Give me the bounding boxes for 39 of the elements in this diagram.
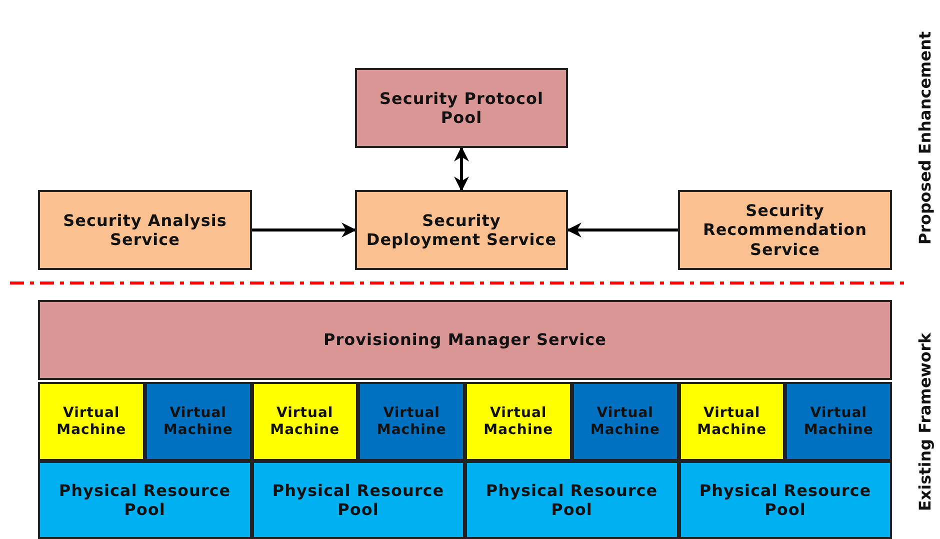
resource-pool-box [678, 461, 892, 539]
node-label: Security Recommendation Service [702, 201, 868, 259]
virtual-machine-box [572, 382, 678, 461]
node-label: Security Protocol Pool [378, 88, 544, 128]
resource-pool-box [252, 461, 465, 539]
service-box [38, 190, 252, 270]
virtual-machine-box [252, 382, 358, 461]
node-label: Virtual Machine [802, 404, 874, 438]
resource-pool-box [38, 461, 252, 539]
node-label: Security Analysis Service [62, 210, 228, 250]
section-label: Proposed Enhancement [916, 31, 934, 245]
node-label: Virtual Machine [56, 404, 128, 438]
node-label: Physical Resource Pool [698, 480, 872, 520]
virtual-machine-box [465, 382, 572, 461]
virtual-machine-box [38, 382, 145, 461]
node-label: Virtual Machine [482, 404, 554, 438]
node-label: Security Deployment Service [365, 210, 558, 250]
virtual-machine-box [144, 382, 252, 461]
service-bar [38, 300, 892, 380]
virtual-machine-box [358, 382, 465, 461]
arrow [566, 222, 678, 238]
node-label: Virtual Machine [376, 404, 448, 438]
node-label: Provisioning Manager Service [322, 330, 608, 350]
node-label: Physical Resource Pool [271, 480, 446, 520]
arrow [454, 146, 469, 192]
arrow [252, 222, 356, 238]
service-box [678, 190, 892, 270]
pool-box [355, 68, 568, 148]
node-label: Virtual Machine [269, 404, 341, 438]
virtual-machine-box [678, 382, 786, 461]
node-label: Physical Resource Pool [58, 480, 232, 520]
virtual-machine-box [785, 382, 892, 461]
node-label: Virtual Machine [589, 404, 661, 438]
node-label: Physical Resource Pool [484, 480, 659, 520]
section-label: Existing Framework [916, 332, 934, 512]
node-label: Virtual Machine [162, 404, 234, 438]
node-label: Virtual Machine [696, 404, 768, 438]
service-box [355, 190, 568, 270]
resource-pool-box [465, 461, 678, 539]
